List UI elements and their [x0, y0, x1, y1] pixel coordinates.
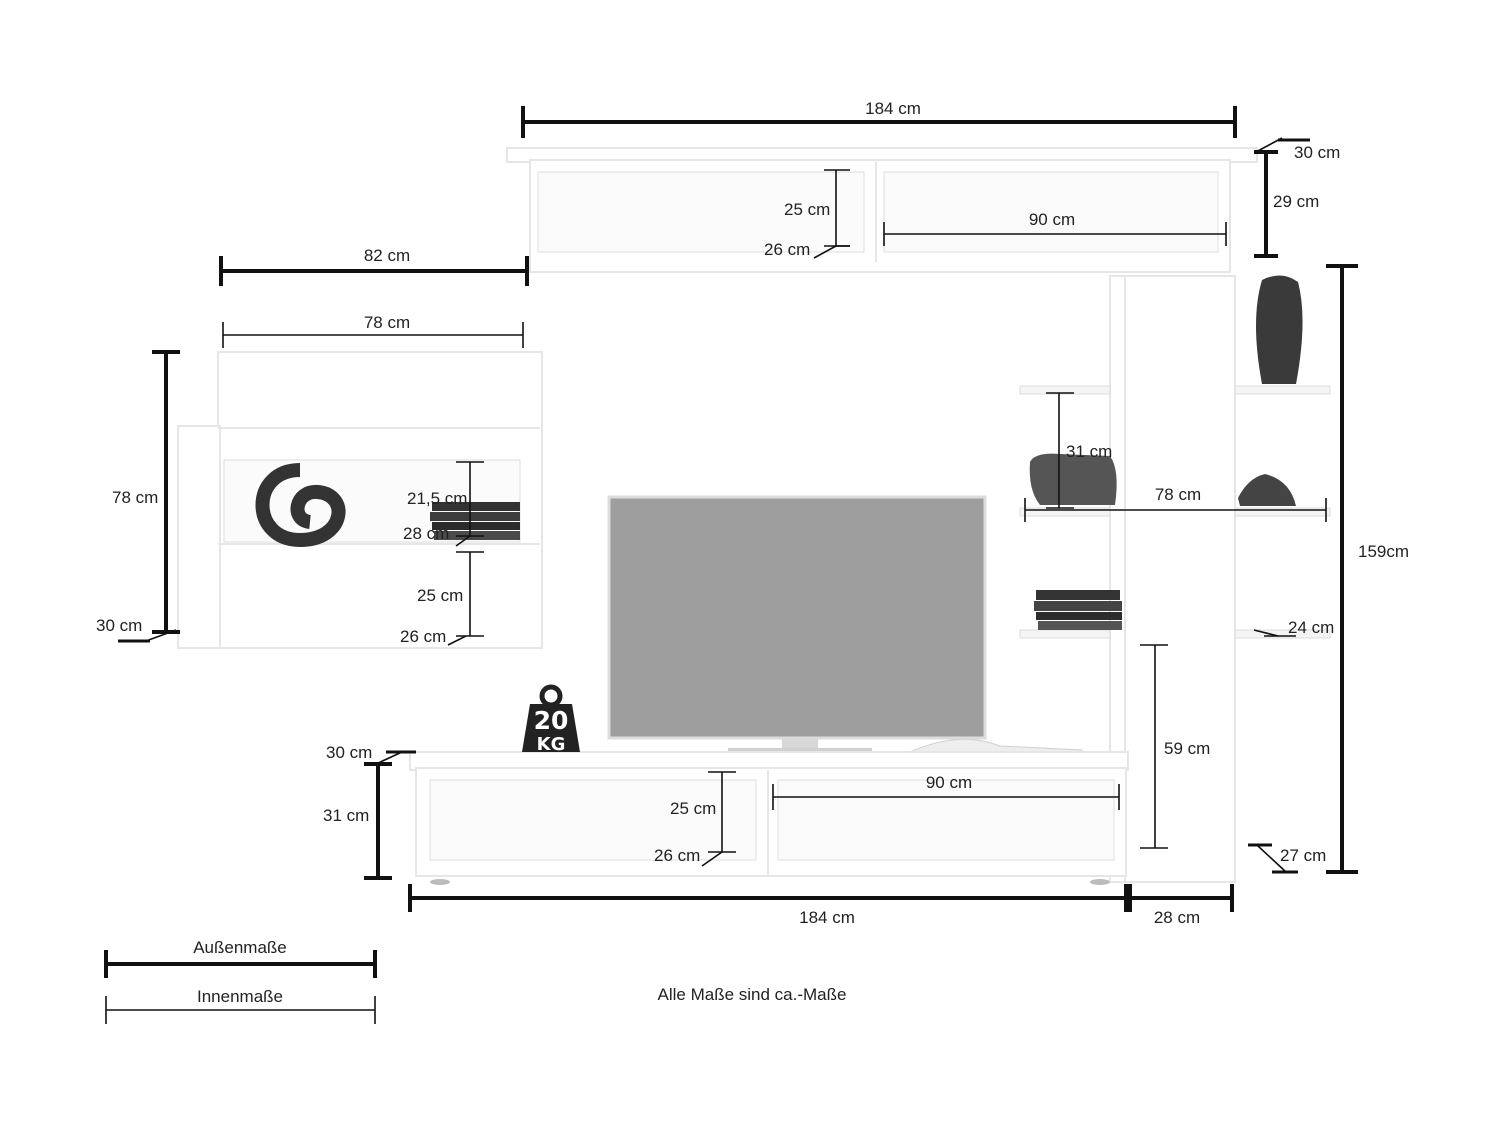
label-low-height: 31 cm [323, 806, 369, 825]
dim-wall-shelf-height [455, 461, 484, 547]
dim-top-inner-height [813, 169, 850, 259]
book [432, 502, 520, 511]
dim-shelf-depth [1253, 629, 1296, 637]
label-top-inner-height: 25 cm [784, 200, 830, 219]
book [1038, 621, 1122, 630]
bowl-decoration [1029, 453, 1117, 505]
label-top-height: 29 cm [1273, 192, 1319, 211]
label-wall-depth: 30 cm [96, 616, 142, 635]
dim-low-inner-height [701, 771, 736, 867]
label-wall-inner-width: 78 cm [364, 313, 410, 332]
dim-low-width [408, 884, 1128, 912]
dim-side-inner-height [1140, 644, 1168, 849]
book [1036, 612, 1122, 620]
weight-unit: KG [537, 734, 566, 755]
shelf [1234, 629, 1331, 639]
label-top-depth: 30 cm [1294, 143, 1340, 162]
shelf [1019, 629, 1111, 639]
dim-low-height [364, 762, 392, 880]
dimension-lines [118, 106, 1358, 912]
shelf [1234, 507, 1331, 517]
weight-value: 20 [534, 706, 569, 735]
dim-wall-lower-height [447, 551, 484, 646]
dim-top-inner-width [883, 222, 1227, 246]
label-top-inner-depth: 26 cm [764, 240, 810, 259]
label-low-depth: 30 cm [326, 743, 372, 762]
label-side-width: 28 cm [1154, 908, 1200, 927]
legend-inner-label: Innenmaße [197, 987, 283, 1006]
label-wall-lower-height: 25 cm [417, 586, 463, 605]
book [430, 512, 520, 521]
label-wall-shelf-depth: 28 cm [403, 524, 449, 543]
dim-shelf-width [1024, 498, 1327, 522]
label-wall-height: 78 cm [112, 488, 158, 507]
dim-top-depth [1255, 137, 1310, 153]
label-top-width: 184 cm [865, 99, 921, 118]
tv-screen [607, 495, 987, 740]
wall-cabinet-door [177, 425, 221, 649]
dim-side-depth [1248, 843, 1298, 874]
dim-wall-height [152, 350, 180, 634]
small-vase-decoration [1238, 474, 1296, 506]
label-low-width: 184 cm [799, 908, 855, 927]
tv-stand [782, 738, 818, 748]
legend-outer-label: Außenmaße [193, 938, 287, 957]
dim-wall-depth [118, 629, 177, 643]
label-shelf-depth: 24 cm [1288, 618, 1334, 637]
spiral-decoration [255, 463, 346, 548]
label-side-inner-height: 59 cm [1164, 739, 1210, 758]
label-shelf-spacing: 31 cm [1066, 442, 1112, 461]
vase-decoration [1256, 275, 1303, 384]
weight-icon: 20 KG [522, 684, 580, 755]
side-column [1109, 275, 1236, 883]
label-shelf-width: 78 cm [1155, 485, 1201, 504]
label-low-inner-width: 90 cm [926, 773, 972, 792]
shelf [1234, 385, 1331, 395]
label-wall-width: 82 cm [364, 246, 410, 265]
shelf [1019, 385, 1111, 395]
label-wall-lower-depth: 26 cm [400, 627, 446, 646]
label-top-inner-width: 90 cm [1029, 210, 1075, 229]
dim-wall-width [219, 256, 529, 286]
book [1034, 601, 1122, 611]
dim-side-width [1128, 884, 1234, 912]
book [1036, 590, 1120, 600]
label-low-inner-depth: 26 cm [654, 846, 700, 865]
dim-top-width [521, 106, 1237, 138]
label-total-height: 159cm [1358, 542, 1409, 561]
label-wall-shelf-height: 21,5 cm [407, 489, 467, 508]
dimension-labels: 184 cm 30 cm 29 cm 25 cm 26 cm 90 cm 82 … [96, 99, 1409, 927]
book [432, 522, 520, 530]
legend: Außenmaße Innenmaße [104, 938, 377, 1024]
approx-note: Alle Maße sind ca.-Maße [658, 985, 847, 1004]
dim-shelf-spacing [1046, 392, 1074, 509]
dim-total-height [1326, 264, 1358, 874]
dim-top-height [1254, 150, 1278, 258]
dim-low-inner-width [772, 784, 1120, 810]
furniture-illustration: 20 KG [177, 147, 1331, 885]
dim-wall-inner-width [222, 322, 524, 348]
label-low-inner-height: 25 cm [670, 799, 716, 818]
label-side-depth: 27 cm [1280, 846, 1326, 865]
